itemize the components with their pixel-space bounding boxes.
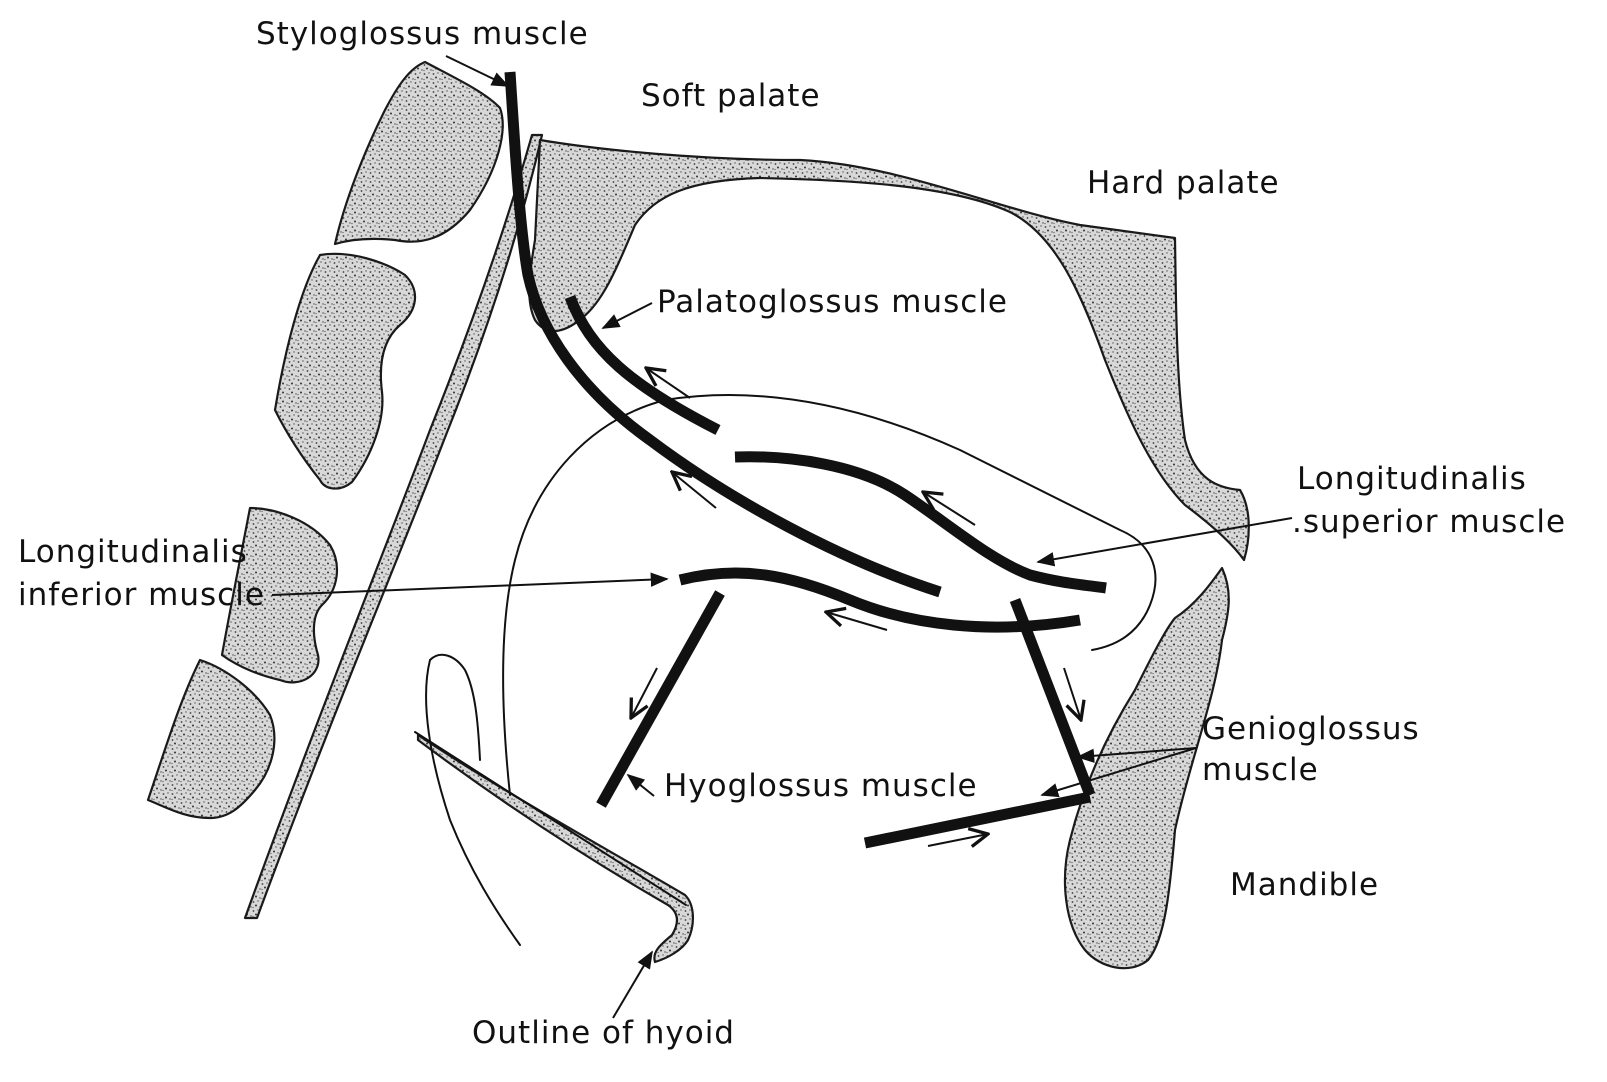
longitudinalis-superior-leader [1038,518,1292,562]
genioglossus-pull-arrow-down [1064,668,1081,720]
vertebra-1 [335,62,503,244]
hyoid-bone [418,735,693,962]
label-mandible: Mandible [1230,867,1379,903]
label-longitudinalis-superior-1: Longitudinalis [1297,461,1527,497]
label-palatoglossus: Palatoglossus muscle [657,284,1008,320]
palate [529,140,1249,560]
vertebra-2 [275,254,415,489]
hyoid-outline-line [415,732,686,905]
label-hyoglossus: Hyoglossus muscle [664,768,978,804]
hyoid-leader [613,952,652,1018]
label-longitudinalis-inferior-2: inferior muscle [18,577,265,613]
label-genioglossus-2: muscle [1202,752,1319,788]
epiglottis-tip [430,655,480,760]
hyoglossus-leader [628,775,654,796]
label-genioglossus-1: Genioglossus [1202,711,1420,747]
label-hyoid: Outline of hyoid [472,1015,735,1051]
vertebra-4 [148,660,274,818]
label-longitudinalis-inferior-1: Longitudinalis [18,534,248,570]
label-styloglossus: Styloglossus muscle [256,16,589,52]
label-longitudinalis-superior-2: .superior muscle [1292,504,1566,540]
genioglossus-pull-arrow-forward [928,834,988,846]
label-soft-palate: Soft palate [641,78,821,114]
tongue-dorsum-outline [665,395,1155,650]
palatoglossus-leader [603,303,652,328]
label-hard-palate: Hard palate [1087,165,1280,201]
